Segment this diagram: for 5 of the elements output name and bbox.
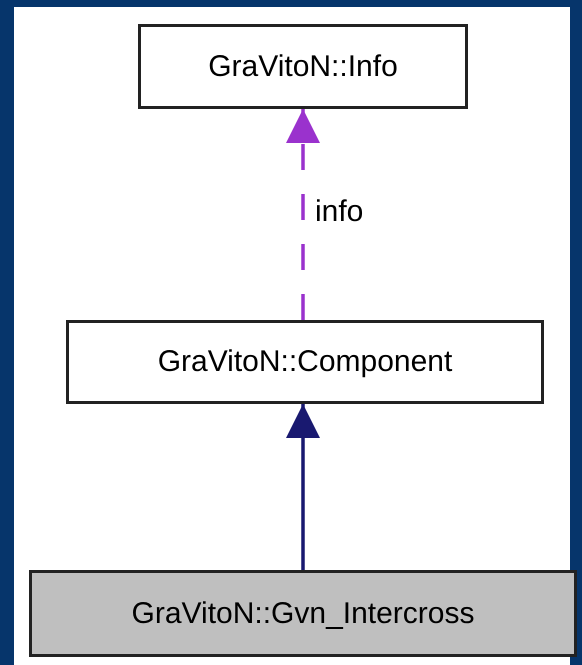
arrow	[286, 404, 320, 570]
class-box: GraVitoN::Info	[138, 24, 468, 109]
class-box: GraVitoN::Gvn_Intercross	[29, 570, 577, 657]
arrow	[286, 109, 320, 320]
class-box: GraVitoN::Component	[66, 320, 544, 404]
